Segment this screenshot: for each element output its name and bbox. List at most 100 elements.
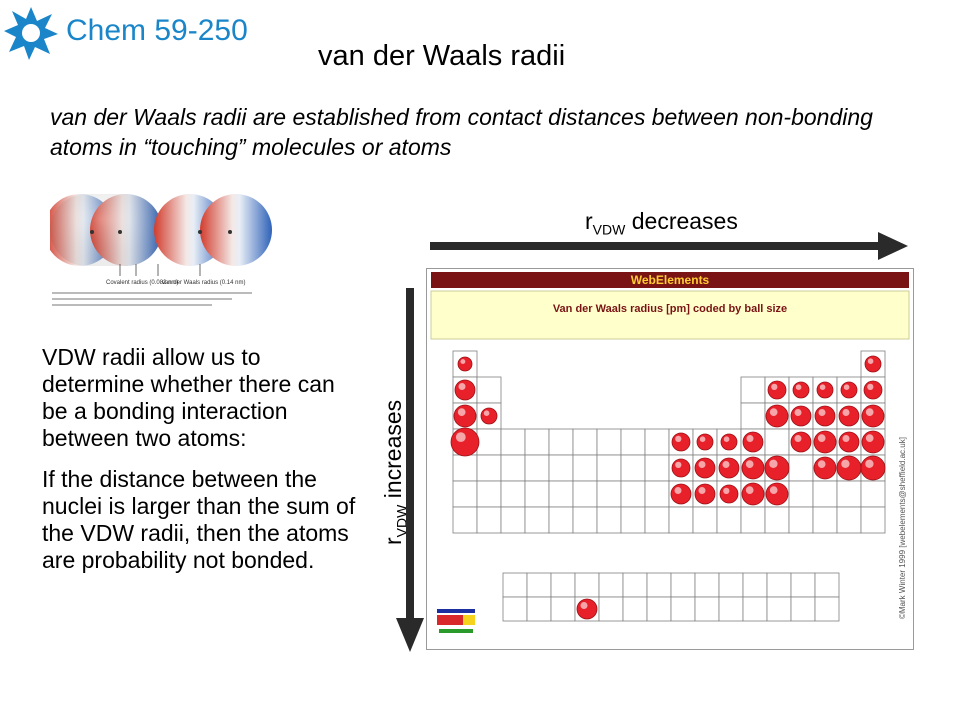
f-block-cell (646, 596, 672, 622)
vdw-ball (864, 355, 882, 373)
f-block-cell (790, 572, 816, 598)
vdw-ball (836, 455, 862, 481)
element-cell (740, 506, 766, 534)
left-molecule (50, 194, 162, 266)
vdw-ball (719, 484, 739, 504)
f-block-cell (622, 596, 648, 622)
element-cell (476, 480, 502, 508)
f-block-cell (718, 572, 744, 598)
body-paragraph-2: If the distance between the nuclei is la… (42, 466, 356, 573)
credit-text: ©Mark Winter 1999 [webelements@sheffield… (898, 437, 907, 619)
element-cell (596, 480, 622, 508)
element-cell (500, 428, 526, 456)
vdw-ball (860, 455, 886, 481)
element-cell (572, 454, 598, 482)
f-block-cell (670, 572, 696, 598)
covalent-radius-label: Covalent radius (0.082 nm) (106, 280, 178, 286)
webelements-banner (431, 272, 909, 288)
element-cell (620, 428, 646, 456)
f-block-cell (646, 572, 672, 598)
vdw-ball (453, 404, 477, 428)
element-cell (836, 506, 862, 534)
element-cell (764, 506, 790, 534)
element-cell (716, 506, 742, 534)
f-block-cell (742, 572, 768, 598)
intro-text: van der Waals radii are established from… (50, 104, 873, 160)
f-block-cell (742, 596, 768, 622)
course-logo-icon (4, 7, 58, 60)
f-block-cell (766, 596, 792, 622)
vdw-ball (696, 433, 714, 451)
vdw-ball (576, 598, 598, 620)
vdw-ball (670, 483, 692, 505)
f-block-cell (526, 596, 552, 622)
element-cell (788, 506, 814, 534)
vdw-ball (450, 427, 480, 457)
periodic-table-figure: WebElements Van der Waals radius [pm] co… (430, 272, 910, 633)
course-title: Chem 59-250 (66, 14, 248, 47)
vdw-ball (741, 482, 765, 506)
vdw-molecule-diagram: Covalent radius (0.082 nm) van der Waals… (50, 194, 272, 306)
vdw-ball (790, 431, 812, 453)
r-symbol: r (585, 208, 593, 234)
f-block-cell (598, 572, 624, 598)
vdw-ball (694, 457, 716, 479)
vdw-subscript: VDW (592, 221, 626, 238)
vdw-ball (792, 381, 810, 399)
vdw-ball (765, 404, 789, 428)
vdw-ball (694, 483, 716, 505)
vdw-ball (720, 433, 738, 451)
vdw-ball (814, 405, 836, 427)
element-cell (644, 454, 670, 482)
f-block-cell (622, 572, 648, 598)
periodic-grid (452, 350, 886, 622)
body-text: VDW radii allow us to determine whether … (42, 344, 360, 588)
f-block-cell (502, 596, 528, 622)
decreases-label: rVDW decreases (585, 208, 738, 238)
element-cell (860, 506, 886, 534)
element-cell (788, 454, 814, 482)
right-arrow-icon (430, 232, 908, 260)
element-cell (572, 506, 598, 534)
element-cell (812, 480, 838, 508)
vdw-ball (838, 405, 860, 427)
element-cell (548, 428, 574, 456)
vdw-ball (861, 430, 885, 454)
f-block-cell (598, 596, 624, 622)
f-block-cell (526, 572, 552, 598)
decreases-text: decreases (625, 208, 738, 234)
element-cell (644, 480, 670, 508)
element-cell (596, 506, 622, 534)
down-arrow-icon (396, 288, 424, 652)
element-cell (812, 506, 838, 534)
webelements-banner-text: WebElements (631, 273, 710, 287)
element-cell (596, 428, 622, 456)
element-cell (548, 506, 574, 534)
body-paragraph-1: VDW radii allow us to determine whether … (42, 344, 335, 451)
element-cell (452, 506, 478, 534)
element-cell (524, 428, 550, 456)
vdw-ball (816, 381, 834, 399)
element-cell (836, 480, 862, 508)
vdw-ball (765, 482, 789, 506)
legend-icon (437, 609, 475, 633)
f-block-cell (550, 572, 576, 598)
vdw-ball (718, 457, 740, 479)
element-cell (692, 506, 718, 534)
vdw-ball (671, 432, 691, 452)
subtitle-box (430, 290, 910, 340)
element-cell (644, 428, 670, 456)
webelements-panel: WebElements Van der Waals radius [pm] co… (426, 268, 914, 650)
vdw-ball (742, 431, 764, 453)
element-cell (572, 480, 598, 508)
vdw-ball (838, 431, 860, 453)
f-block-cell (790, 596, 816, 622)
element-cell (476, 506, 502, 534)
element-balls (450, 355, 886, 620)
element-cell (668, 506, 694, 534)
f-block-cell (502, 572, 528, 598)
vdw-ball (813, 456, 837, 480)
vdw-ball (741, 456, 765, 480)
f-block-cell (670, 596, 696, 622)
slide-title: van der Waals radii (318, 40, 566, 72)
